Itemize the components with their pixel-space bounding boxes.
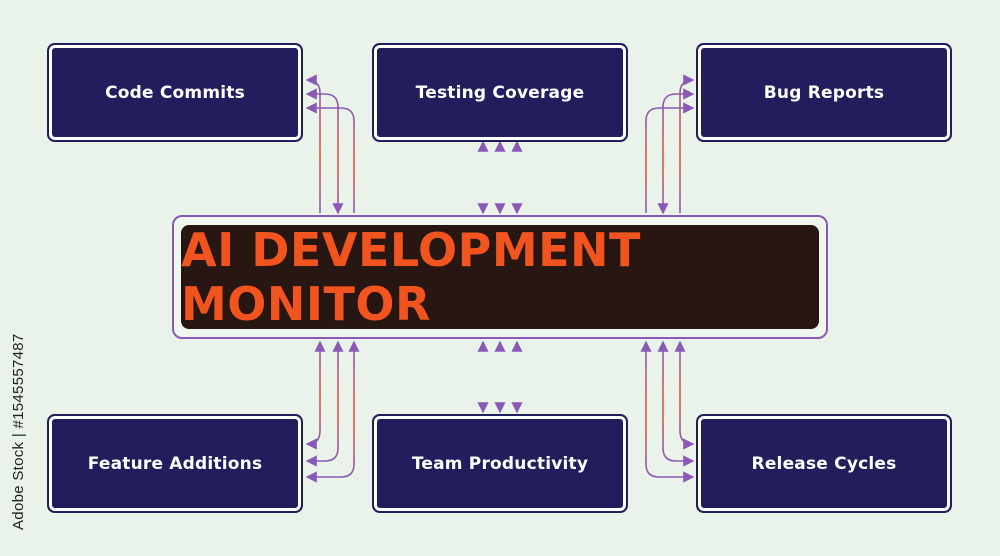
node-label: Feature Additions	[87, 453, 263, 474]
connector-release-cycles	[640, 340, 695, 483]
node-code-commits: Code Commits	[52, 48, 298, 137]
node-label: Code Commits	[105, 82, 245, 103]
node-label: Bug Reports	[763, 82, 885, 103]
node-feature-additions: Feature Additions	[52, 419, 298, 508]
node-label: Team Productivity	[411, 453, 589, 474]
node-label: Release Cycles	[751, 453, 897, 474]
node-testing-coverage: Testing Coverage	[377, 48, 623, 137]
connector-feature-additions	[305, 340, 360, 483]
connector-testing-coverage	[477, 140, 523, 215]
node-team-productivity: Team Productivity	[377, 419, 623, 508]
node-label: Testing Coverage	[415, 82, 585, 103]
connector-bug-reports	[645, 74, 695, 215]
node-release-cycles: Release Cycles	[701, 419, 947, 508]
connector-team-productivity	[477, 340, 523, 414]
center-title-box: AI DEVELOPMENT MONITOR	[181, 223, 819, 331]
connector-code-commits	[305, 74, 355, 215]
center-title: AI DEVELOPMENT MONITOR	[181, 223, 641, 331]
node-bug-reports: Bug Reports	[701, 48, 947, 137]
stock-id-text: Adobe Stock | #1545557487	[10, 333, 27, 530]
